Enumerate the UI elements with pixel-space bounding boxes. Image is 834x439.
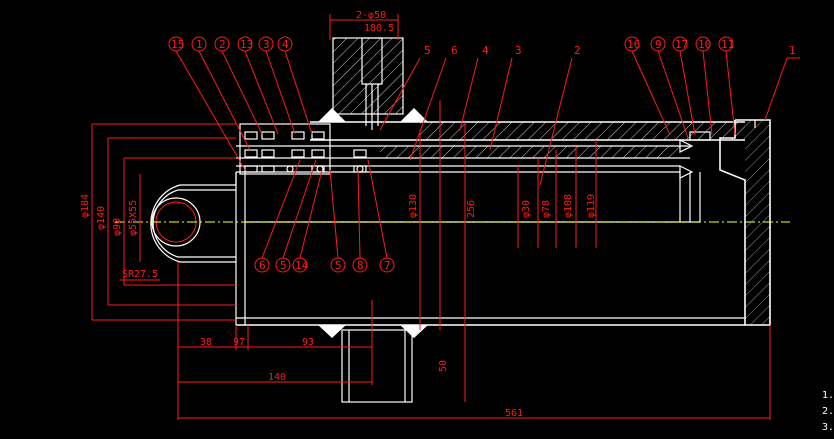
dim-184: φ184 <box>80 194 91 218</box>
dim-256: 256 <box>466 200 477 218</box>
balloon-9: 9 <box>655 38 662 51</box>
balloon-11: 11 <box>721 38 734 51</box>
port-block <box>332 37 404 130</box>
balloon-1: 1 <box>196 38 203 51</box>
label-5: 5 <box>424 44 431 57</box>
horizontal-dimensions: 38 97 93 140 50 561 <box>177 262 771 420</box>
label-2: 2 <box>574 44 581 57</box>
notes-list: 1. 2. 3. <box>822 390 834 433</box>
dim-97: 97 <box>233 337 245 348</box>
gland-seals <box>239 108 711 338</box>
balloon-15: 15 <box>171 38 184 51</box>
note-3: 3. <box>822 422 834 433</box>
label-4: 4 <box>482 44 489 57</box>
balloon-3: 3 <box>263 38 270 51</box>
dim-561: 561 <box>505 408 523 419</box>
balloon-7: 7 <box>384 259 391 272</box>
port-size-label: 2-φ50 <box>356 10 386 21</box>
note-1: 1. <box>822 390 834 401</box>
label-1: 1 <box>789 44 796 57</box>
dim-93: 93 <box>302 337 314 348</box>
balloon-16: 16 <box>627 38 640 51</box>
cylinder-barrel <box>235 119 771 326</box>
balloons-top-middle: 5 6 4 3 2 1 <box>379 44 800 186</box>
label-6: 6 <box>451 44 458 57</box>
dim-119: φ119 <box>586 194 597 218</box>
vertical-dimensions: φ184 φ140 φ90 φ55X55 φ130 256 φ30 φ78 φ1… <box>80 100 597 402</box>
dim-50: 50 <box>438 360 449 372</box>
dim-55x55: φ55X55 <box>128 200 139 236</box>
sr-label: SR27.5 <box>122 269 158 280</box>
port-dimension: 2-φ50 180.5 <box>329 10 399 40</box>
dim-38: 38 <box>200 337 212 348</box>
balloons-top-right: 16 9 17 10 11 <box>624 36 736 139</box>
balloon-6: 6 <box>259 259 266 272</box>
dim-90: φ90 <box>112 218 123 236</box>
dim-30: φ30 <box>521 200 532 218</box>
dim-130: φ130 <box>408 194 419 218</box>
balloon-17: 17 <box>675 38 688 51</box>
label-3: 3 <box>515 44 522 57</box>
balloons-bottom: 6 5 14 5 8 7 <box>254 159 395 273</box>
dim-140-bottom: 140 <box>268 372 286 383</box>
dim-140: φ140 <box>96 206 107 230</box>
balloon-2: 2 <box>219 38 226 51</box>
balloon-8: 8 <box>357 259 364 272</box>
balloon-5b: 5 <box>335 259 342 272</box>
dim-78: φ78 <box>541 200 552 218</box>
dim-108: φ108 <box>563 194 574 218</box>
port-depth-label: 180.5 <box>364 23 394 34</box>
balloon-10: 10 <box>698 38 711 51</box>
rod-eye <box>150 172 237 263</box>
balloon-13: 13 <box>240 38 253 51</box>
balloon-4: 4 <box>282 38 289 51</box>
bottom-port-stub <box>341 329 413 403</box>
balloons-top-left: 15 1 2 13 3 4 <box>168 36 313 171</box>
note-2: 2. <box>822 406 834 417</box>
balloon-5a: 5 <box>280 259 287 272</box>
balloon-14: 14 <box>295 259 309 272</box>
